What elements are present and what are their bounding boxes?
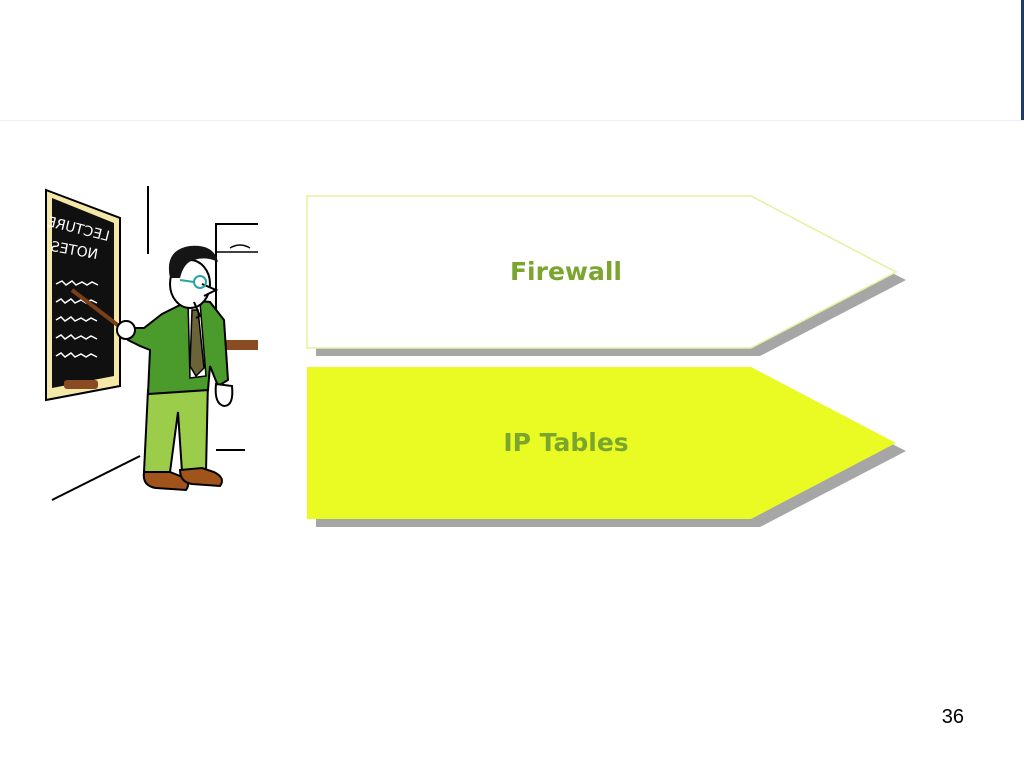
teacher-clipart-icon: LECTURE NOTES: [45, 186, 258, 501]
ip-tables-label: IP Tables: [503, 428, 629, 457]
header-accent-bar: [1021, 0, 1024, 120]
slide-header-band: [0, 0, 1024, 121]
slide-page-number: 36: [941, 706, 964, 728]
firewall-arrow-shape: [306, 195, 906, 356]
ip-tables-arrow-shape: [307, 367, 906, 527]
firewall-label: Firewall: [509, 257, 623, 286]
